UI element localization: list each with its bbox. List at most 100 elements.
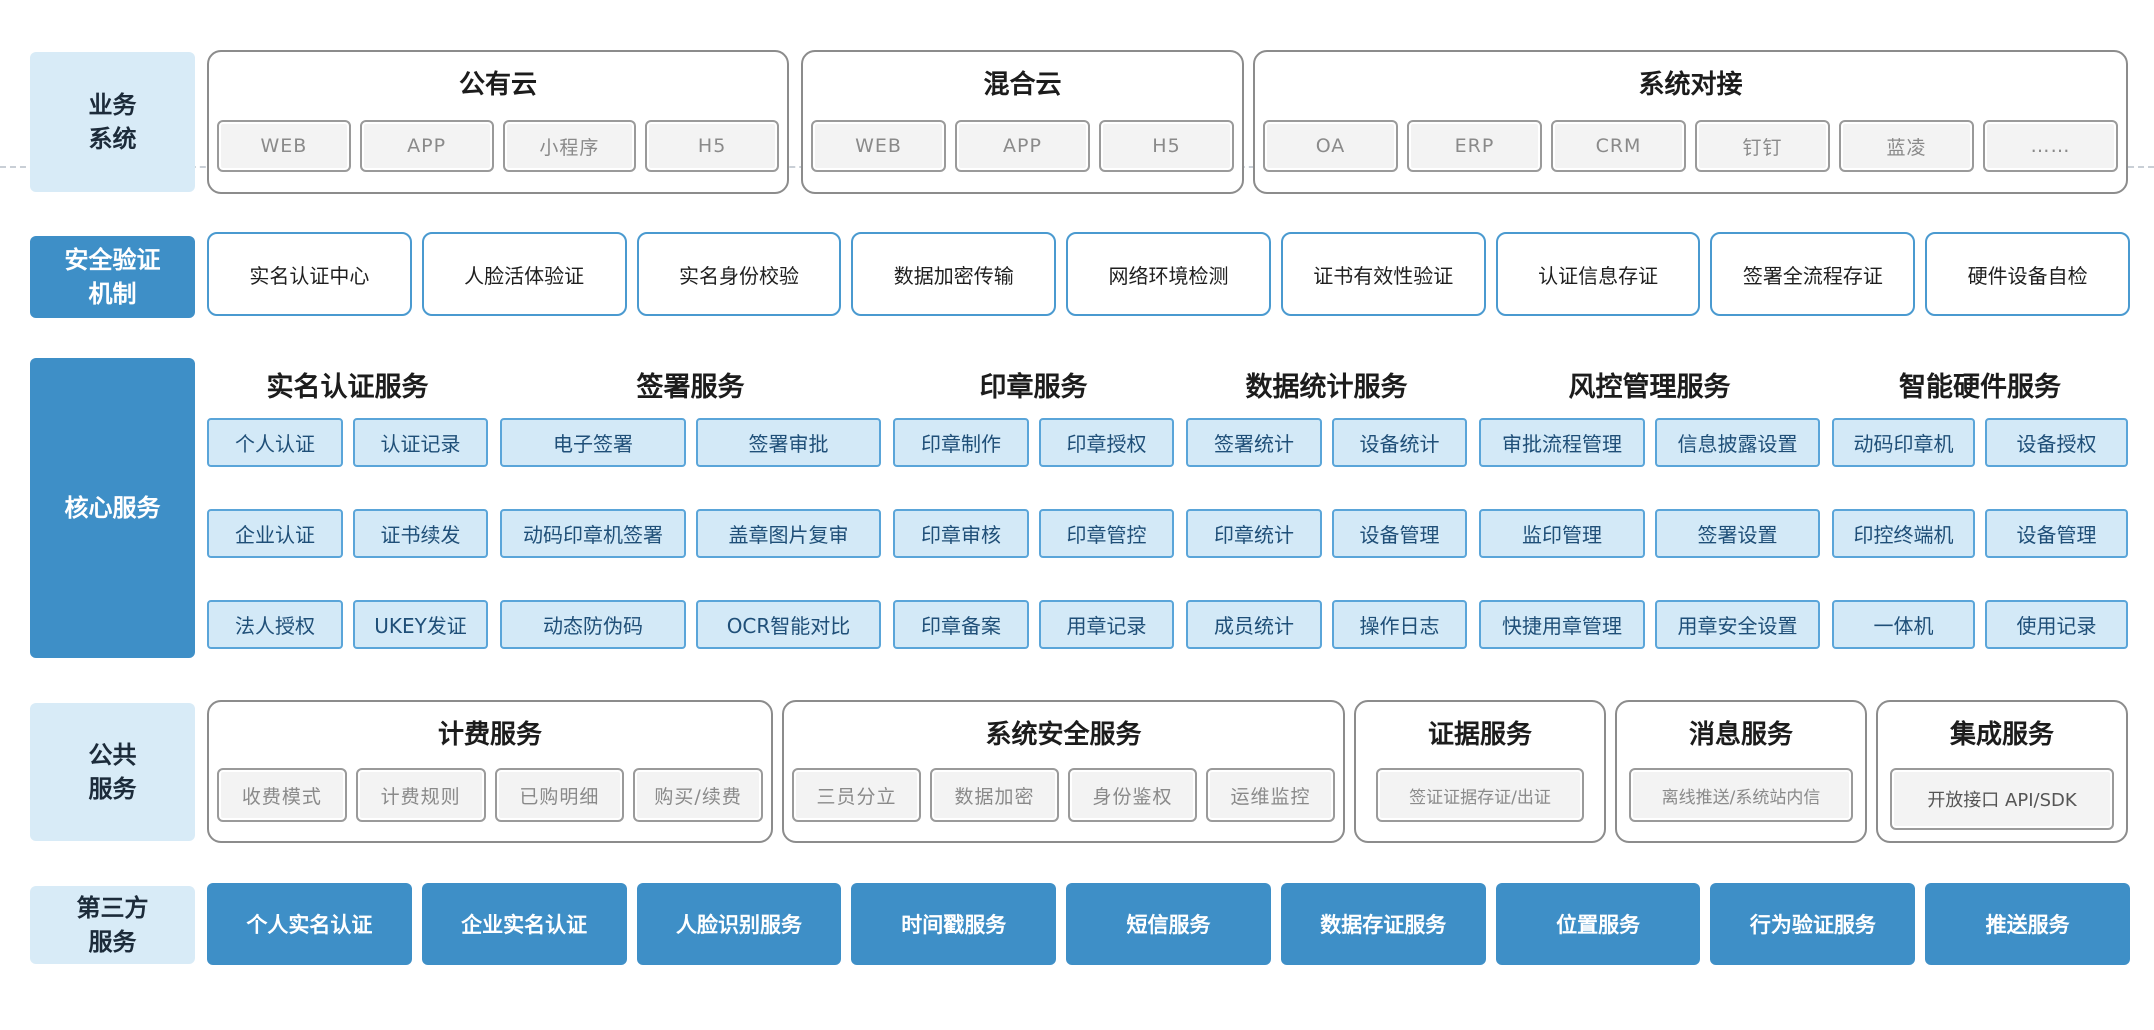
business-item[interactable]: APP (359, 120, 494, 172)
business-item[interactable]: WEB (811, 120, 946, 172)
third-party-item[interactable]: 行为验证服务 (1710, 883, 1916, 965)
core-item[interactable]: 动码印章机 (1832, 418, 1975, 467)
security-item[interactable]: 人脸活体验证 (421, 232, 627, 316)
core-item[interactable]: 操作日志 (1332, 600, 1467, 649)
public-item[interactable]: 已购明细 (494, 768, 625, 822)
core-item[interactable]: 一体机 (1832, 600, 1975, 649)
third-party-item[interactable]: 位置服务 (1495, 883, 1701, 965)
group-title: 系统安全服务 (985, 720, 1142, 750)
third-party-item[interactable]: 数据存证服务 (1280, 883, 1486, 965)
business-item[interactable]: H5 (645, 120, 779, 172)
core-item[interactable]: 设备统计 (1332, 418, 1467, 467)
core-group-title: 签署服务 (636, 371, 745, 403)
core-item[interactable]: 印章统计 (1186, 509, 1322, 558)
security-item[interactable]: 认证信息存证 (1495, 232, 1701, 316)
business-group-public-cloud: 公有云 WEB APP 小程序 H5 (207, 50, 789, 194)
core-group-title: 数据统计服务 (1245, 371, 1408, 403)
core-item[interactable]: 设备管理 (1332, 509, 1467, 558)
business-item[interactable]: 蓝凌 (1839, 120, 1974, 172)
public-item[interactable]: 购买/续费 (633, 768, 763, 822)
core-item[interactable]: 盖章图片复审 (696, 509, 881, 558)
business-item[interactable]: H5 (1099, 120, 1234, 172)
core-item[interactable]: 成员统计 (1186, 600, 1322, 649)
third-party-item[interactable]: 时间戳服务 (851, 883, 1057, 965)
business-item[interactable]: 钉钉 (1695, 120, 1830, 172)
business-item[interactable]: …… (1983, 120, 2118, 172)
core-item[interactable]: 签署设置 (1655, 509, 1820, 558)
core-item[interactable]: 法人授权 (207, 600, 343, 649)
core-item[interactable]: 快捷用章管理 (1479, 600, 1645, 649)
business-group-hybrid-cloud: 混合云 WEB APP H5 (801, 50, 1244, 194)
group-title: 计费服务 (437, 720, 542, 750)
public-item[interactable]: 签证证据存证/出证 (1376, 768, 1584, 822)
group-title: 公有云 (458, 70, 537, 100)
core-item[interactable]: 印章备案 (893, 600, 1029, 649)
public-group-system-security: 系统安全服务 三员分立 数据加密 身份鉴权 运维监控 (782, 700, 1345, 843)
security-item[interactable]: 硬件设备自检 (1925, 232, 2131, 316)
group-title: 集成服务 (1949, 720, 2054, 750)
core-item[interactable]: 动态防伪码 (500, 600, 686, 649)
core-item[interactable]: 设备管理 (1985, 509, 2128, 558)
public-item[interactable]: 身份鉴权 (1068, 768, 1197, 822)
security-item[interactable]: 实名身份校验 (636, 232, 842, 316)
core-item[interactable]: OCR智能对比 (696, 600, 881, 649)
public-group-evidence: 证据服务 签证证据存证/出证 (1354, 700, 1606, 843)
third-party-item[interactable]: 人脸识别服务 (636, 883, 842, 965)
public-item[interactable]: 开放接口 API/SDK (1890, 768, 2114, 830)
core-item[interactable]: UKEY发证 (353, 600, 488, 649)
core-item[interactable]: 个人认证 (207, 418, 343, 467)
row-label-public: 公共 服务 (30, 703, 195, 841)
public-group-integration: 集成服务 开放接口 API/SDK (1876, 700, 2128, 843)
security-item[interactable]: 实名认证中心 (207, 232, 412, 316)
core-item[interactable]: 认证记录 (353, 418, 488, 467)
business-item[interactable]: WEB (217, 120, 351, 172)
group-title: 证据服务 (1427, 720, 1532, 750)
public-item[interactable]: 运维监控 (1206, 768, 1335, 822)
security-item[interactable]: 网络环境检测 (1066, 232, 1271, 316)
security-item[interactable]: 证书有效性验证 (1280, 232, 1486, 316)
security-item[interactable]: 数据加密传输 (851, 232, 1057, 316)
core-item[interactable]: 签署审批 (696, 418, 881, 467)
core-item[interactable]: 企业认证 (207, 509, 343, 558)
core-item[interactable]: 签署统计 (1186, 418, 1322, 467)
business-item[interactable]: APP (955, 120, 1090, 172)
core-item[interactable]: 电子签署 (500, 418, 686, 467)
third-party-item[interactable]: 企业实名认证 (421, 883, 627, 965)
core-item[interactable]: 证书续发 (353, 509, 488, 558)
business-item[interactable]: OA (1263, 120, 1398, 172)
security-item[interactable]: 签署全流程存证 (1710, 232, 1916, 316)
core-item[interactable]: 使用记录 (1985, 600, 2128, 649)
third-party-item[interactable]: 个人实名认证 (207, 883, 412, 965)
public-item[interactable]: 收费模式 (217, 768, 347, 822)
public-item[interactable]: 离线推送/系统站内信 (1629, 768, 1853, 822)
core-item[interactable]: 设备授权 (1985, 418, 2128, 467)
third-party-item[interactable]: 短信服务 (1066, 883, 1271, 965)
core-item[interactable]: 审批流程管理 (1479, 418, 1645, 467)
core-item[interactable]: 用章安全设置 (1655, 600, 1820, 649)
core-item[interactable]: 信息披露设置 (1655, 418, 1820, 467)
business-group-system-integration: 系统对接 OA ERP CRM 钉钉 蓝凌 …… (1253, 50, 2128, 194)
business-item[interactable]: 小程序 (502, 120, 637, 172)
core-item[interactable]: 印控终端机 (1832, 509, 1975, 558)
core-item[interactable]: 印章授权 (1039, 418, 1174, 467)
public-item[interactable]: 三员分立 (792, 768, 921, 822)
security-row: 实名认证中心 人脸活体验证 实名身份校验 数据加密传输 网络环境检测 证书有效性… (207, 232, 2131, 316)
public-item[interactable]: 数据加密 (930, 768, 1059, 822)
core-item[interactable]: 监印管理 (1479, 509, 1645, 558)
public-group-message: 消息服务 离线推送/系统站内信 (1615, 700, 1867, 843)
core-item[interactable]: 印章管控 (1039, 509, 1174, 558)
core-item[interactable]: 印章制作 (893, 418, 1029, 467)
row-label-third-party: 第三方 服务 (30, 886, 195, 964)
core-item[interactable]: 用章记录 (1039, 600, 1174, 649)
group-title: 混合云 (983, 70, 1062, 100)
third-party-item[interactable]: 推送服务 (1925, 883, 2131, 965)
public-item[interactable]: 计费规则 (355, 768, 486, 822)
core-group-title: 实名认证服务 (266, 371, 429, 403)
group-title: 系统对接 (1638, 70, 1743, 100)
business-item[interactable]: CRM (1551, 120, 1686, 172)
core-item[interactable]: 动码印章机签署 (500, 509, 686, 558)
row-label-core: 核心服务 (30, 358, 195, 658)
business-item[interactable]: ERP (1407, 120, 1542, 172)
core-item[interactable]: 印章审核 (893, 509, 1029, 558)
row-label-business: 业务 系统 (30, 52, 195, 192)
